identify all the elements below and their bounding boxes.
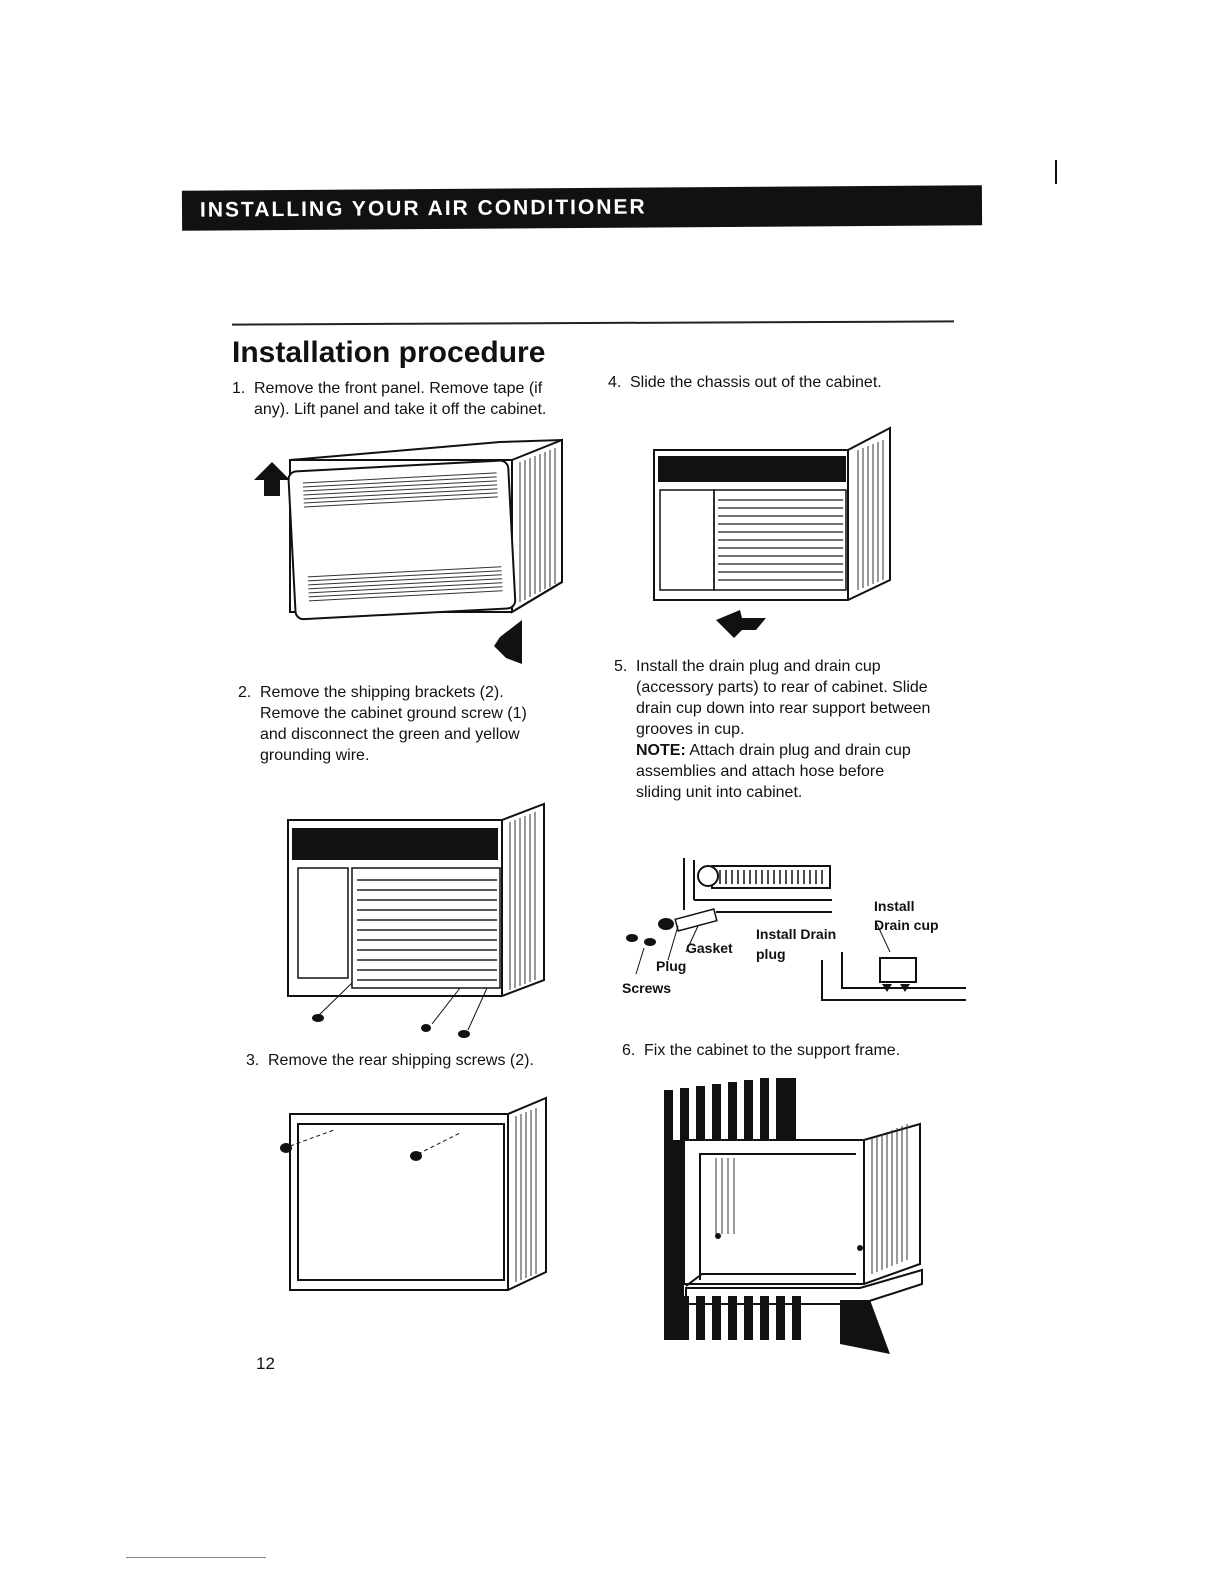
note-text: NOTE: Attach drain plug and drain cup [614, 740, 930, 761]
step-number: 2. [238, 684, 252, 701]
label-install: Install [874, 898, 915, 914]
drain-plug-illustration [626, 858, 966, 1001]
step-text: (accessory parts) to rear of cabinet. Sl… [636, 679, 928, 696]
screw-icon [410, 1151, 422, 1161]
page-title: Installation procedure [232, 336, 546, 369]
step-text: grooves in cup. [636, 721, 745, 738]
slide-arrow-icon [716, 610, 766, 638]
step-text: and disconnect the green and yellow [260, 726, 520, 743]
screw-icon [715, 1233, 721, 1239]
rear-screws-illustration [280, 1096, 547, 1291]
section-banner: INSTALLING YOUR AIR CONDITIONER [181, 185, 983, 231]
step-text: Remove the rear shipping screws (2). [268, 1052, 534, 1069]
step-text: drain cup down into rear support between [636, 700, 931, 717]
note-line: Attach drain plug and drain cup [685, 742, 911, 759]
step-6: 6. Fix the cabinet to the support frame. [622, 1040, 900, 1061]
note-label: NOTE: [636, 742, 686, 759]
step-2: 2. Remove the shipping brackets (2). Remo… [238, 682, 527, 766]
footer-divider [126, 1557, 266, 1558]
support-frame-illustration [664, 1078, 923, 1354]
step-number: 6. [622, 1042, 636, 1059]
up-arrow-icon [254, 462, 290, 496]
step-text: Remove the front panel. Remove tape (if [254, 380, 543, 397]
front-panel-removal-illustration [254, 438, 563, 664]
label-plug-word: plug [756, 946, 786, 962]
screw-icon [280, 1143, 292, 1153]
step-number: 1. [232, 380, 246, 397]
step-4: 4. Slide the chassis out of the cabinet. [608, 372, 882, 393]
drain-cup-icon [879, 957, 917, 983]
note-line: sliding unit into cabinet. [636, 784, 803, 801]
margin-mark [1055, 160, 1057, 184]
step-text: Install the drain plug and drain cup [636, 658, 881, 675]
slide-chassis-illustration [653, 426, 891, 638]
label-gasket: Gasket [686, 940, 733, 956]
screw-icon [626, 934, 638, 942]
label-plug: Plug [656, 958, 687, 974]
step-text: grounding wire. [260, 747, 370, 764]
step-text: Remove the shipping brackets (2). [260, 684, 504, 701]
label-drain-cup: Drain cup [874, 917, 939, 933]
step-number: 3. [246, 1052, 260, 1069]
screw-icon [421, 1024, 431, 1032]
down-arrow-icon [494, 620, 522, 664]
note-line: assemblies and attach hose before [636, 763, 885, 780]
screw-icon [312, 1014, 324, 1022]
step-5: 5. Install the drain plug and drain cup (… [614, 656, 930, 803]
step-number: 4. [608, 374, 622, 391]
screw-icon [458, 1030, 470, 1038]
drain-plug-icon [658, 918, 674, 930]
screw-icon [644, 938, 656, 946]
step-1: 1. Remove the front panel. Remove tape (i… [232, 378, 546, 420]
step-text: Slide the chassis out of the cabinet. [630, 374, 882, 391]
step-number: 5. [614, 658, 628, 675]
screw-icon [857, 1245, 863, 1251]
step-text: any). Lift panel and take it off the cab… [254, 401, 547, 418]
step-3: 3. Remove the rear shipping screws (2). [246, 1050, 534, 1071]
step-text: Remove the cabinet ground screw (1) [260, 705, 527, 722]
label-screws: Screws [622, 980, 672, 996]
heading-rule [231, 320, 955, 326]
page-number: 12 [256, 1354, 275, 1373]
step-text: Fix the cabinet to the support frame. [644, 1042, 901, 1059]
label-install-drain: Install Drain [756, 926, 837, 942]
shipping-brackets-illustration [287, 802, 545, 1038]
